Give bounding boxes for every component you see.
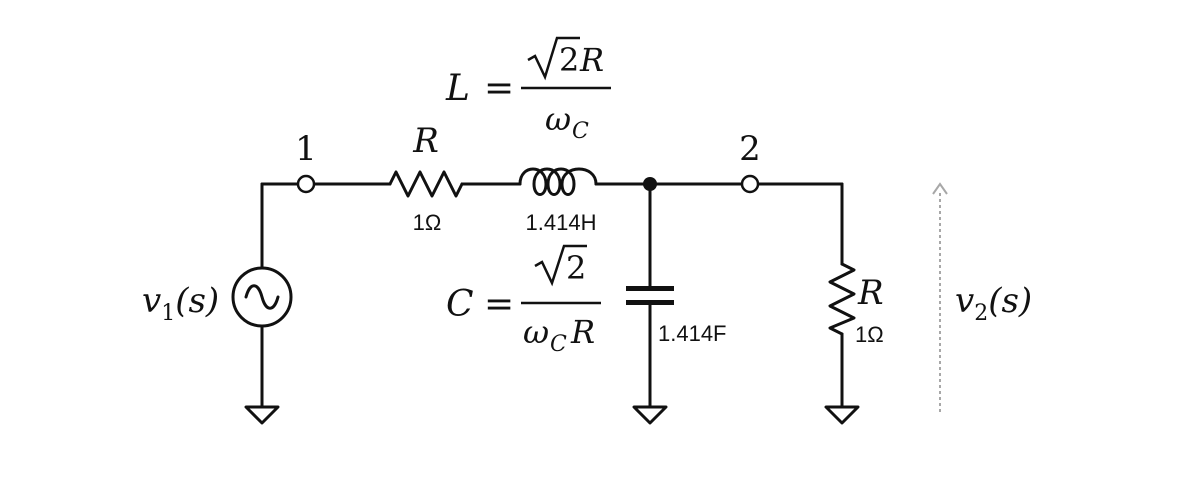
inductor-value: 1.414H [526,210,597,235]
node-1-label: 1 [295,129,317,169]
load-resistor [828,262,856,336]
source-voltage-label: v1(s) [142,281,219,326]
output-voltage-label: v2(s) [955,281,1032,326]
inductor-formula: L = 2 R ω C [445,36,611,144]
source-voltage-main: v [142,281,161,321]
capacitor-branch [626,182,674,425]
inductor-formula-numerator-var: R [579,41,604,79]
output-voltage-arg: (s) [988,281,1032,321]
capacitor-formula-den-sub: C [550,332,567,357]
series-resistor-symbol: R [412,121,439,161]
capacitor-formula-den-main: ω [523,313,549,351]
inductor-formula-lhs: L [445,68,470,109]
capacitor-sqrt-radicand: 2 [566,249,586,287]
inductor-coil [518,167,598,196]
series-resistor [388,170,464,198]
inductor-sqrt-sign [527,36,580,81]
inductor-formula-den-main: ω [545,100,571,138]
node-1-terminal [296,174,316,194]
source-voltage-sub: 1 [161,301,175,326]
inductor-formula-den-sub: C [572,119,589,144]
inductor-sqrt-radicand: 2 [559,41,579,79]
output-voltage-main: v [955,281,974,321]
capacitor-sqrt-sign [534,244,587,287]
node-2-terminal [740,174,760,194]
load-resistor-symbol: R [857,273,884,313]
capacitor-formula-den-var: R [570,313,595,351]
source-branch [231,182,293,425]
ground-symbol-source [244,405,280,425]
ground-symbol-load [824,405,860,425]
load-resistor-value: 1Ω [855,322,884,347]
output-voltage-sub: 2 [974,301,988,326]
output-voltage-arrow [932,182,948,412]
inductor-formula-equals: = [484,68,514,109]
source-voltage-arg: (s) [175,281,219,321]
capacitor-value: 1.414F [658,321,727,346]
series-resistor-value: 1Ω [413,210,442,235]
capacitor-formula-lhs: C [446,284,474,325]
load-branch [824,182,860,425]
ground-symbol-capacitor [632,405,668,425]
capacitor-formula-equals: = [484,284,514,325]
sine-wave-icon [244,284,280,310]
capacitor-formula: C = 2 ω C R [446,244,601,357]
node-2-label: 2 [739,129,761,169]
capacitor-plate-top [626,286,674,291]
